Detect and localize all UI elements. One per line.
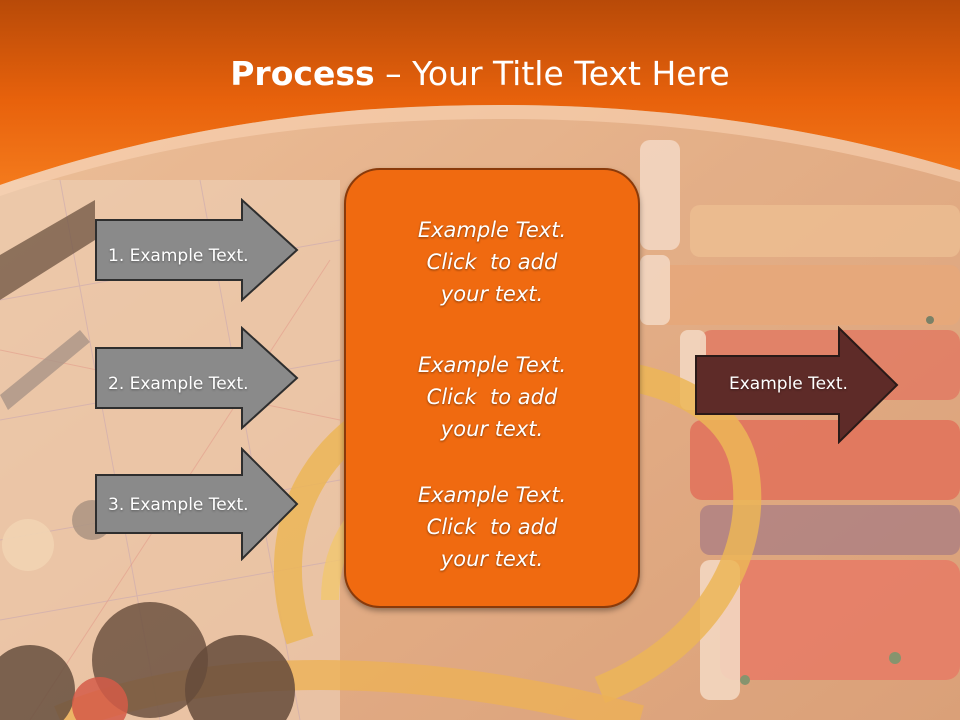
center-text-block-3[interactable]: Example Text. Click to add your text.: [346, 479, 638, 575]
output-label: Example Text.: [729, 374, 848, 394]
center-text-line: Example Text.: [417, 353, 567, 377]
center-text-block-1[interactable]: Example Text. Click to add your text.: [346, 214, 638, 310]
center-text-line: your text.: [440, 547, 544, 571]
output-arrow[interactable]: [694, 326, 900, 444]
step-arrow-2[interactable]: [94, 326, 300, 430]
step-label-3: 3. Example Text.: [108, 495, 249, 515]
step-label-1: 1. Example Text.: [108, 246, 249, 266]
title-rest: – Your Title Text Here: [374, 54, 730, 93]
center-process-box[interactable]: Example Text. Click to add your text. Ex…: [344, 168, 640, 608]
step-arrow-1[interactable]: [94, 198, 300, 302]
step-arrow-3[interactable]: [94, 447, 300, 561]
center-text-line: Click to add: [426, 250, 558, 274]
center-text-line: Example Text.: [417, 218, 567, 242]
center-text-line: Example Text.: [417, 483, 567, 507]
center-text-line: your text.: [440, 417, 544, 441]
center-text-block-2[interactable]: Example Text. Click to add your text.: [346, 349, 638, 445]
center-text-line: your text.: [440, 282, 544, 306]
center-text-line: Click to add: [426, 385, 558, 409]
slide-title: Process – Your Title Text Here: [0, 52, 960, 96]
center-text-line: Click to add: [426, 515, 558, 539]
step-label-2: 2. Example Text.: [108, 374, 249, 394]
title-bold: Process: [230, 54, 375, 93]
